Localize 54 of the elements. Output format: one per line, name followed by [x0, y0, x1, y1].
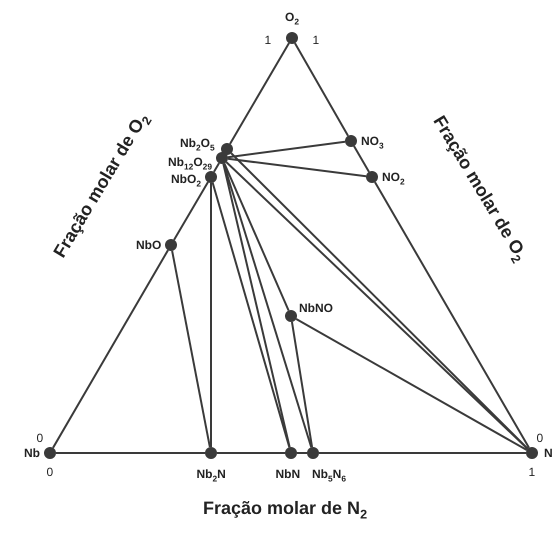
phase-point: [345, 135, 357, 147]
tie-line: [228, 158, 366, 178]
phase-label: NbNO: [299, 301, 333, 315]
phase-point: [366, 171, 378, 183]
phase-point: [286, 32, 298, 44]
phase-point: [165, 239, 177, 251]
axis-title: Fração molar de N$_{2}$: [203, 497, 368, 519]
tie-line: [374, 182, 530, 448]
phase-point: [44, 447, 56, 459]
phase-point: [285, 310, 297, 322]
phase-label: NO$_{2}$: [382, 170, 405, 184]
tick-label: 1: [312, 33, 320, 47]
tie-line: [353, 146, 370, 172]
phase-point: [285, 447, 297, 459]
tie-line: [223, 163, 290, 311]
tie-line: [228, 140, 346, 158]
tie-line: [297, 452, 307, 454]
phase-point: [526, 447, 538, 459]
tie-line: [294, 42, 349, 136]
phase-label: NO$_{3}$: [361, 134, 384, 148]
phase-label: Nb$_{2}$O$_{5}$: [180, 136, 215, 150]
tie-line: [222, 163, 312, 448]
tick-label: 0: [36, 431, 44, 445]
phase-label: Nb$_{5}$N$_{6}$: [312, 467, 346, 481]
tie-line: [222, 164, 291, 448]
tie-line: [171, 250, 211, 448]
tick-label: 1: [264, 33, 272, 47]
phase-point: [205, 447, 217, 459]
phase-label: NbN: [276, 467, 300, 481]
tick-label: 1: [528, 465, 536, 479]
phase-point: [307, 447, 319, 459]
phase-label: O$_{2}$: [285, 10, 300, 24]
phase-point: [216, 152, 228, 164]
phase-point: [205, 171, 217, 183]
tie-line: [173, 182, 209, 240]
tie-line: [217, 452, 285, 454]
tie-line: [290, 322, 314, 448]
tie-line: [52, 250, 169, 448]
phase-point: [221, 143, 233, 155]
tie-line: [210, 183, 212, 447]
tick-label: 0: [46, 465, 54, 479]
tie-line: [319, 452, 526, 454]
phase-label: N: [544, 446, 553, 460]
phase-label: Nb$_{12}$O$_{29}$: [168, 155, 212, 169]
tie-line: [213, 162, 220, 172]
phase-label: NbO$_{2}$: [171, 172, 202, 186]
tie-line: [296, 318, 528, 451]
tie-line: [212, 182, 290, 448]
tie-line: [229, 42, 290, 144]
tick-label: 0: [536, 431, 544, 445]
phase-label: Nb: [24, 446, 40, 460]
tie-line: [56, 452, 205, 454]
phase-label: NbO: [136, 238, 162, 252]
phase-label: Nb$_{2}$N: [196, 467, 226, 481]
